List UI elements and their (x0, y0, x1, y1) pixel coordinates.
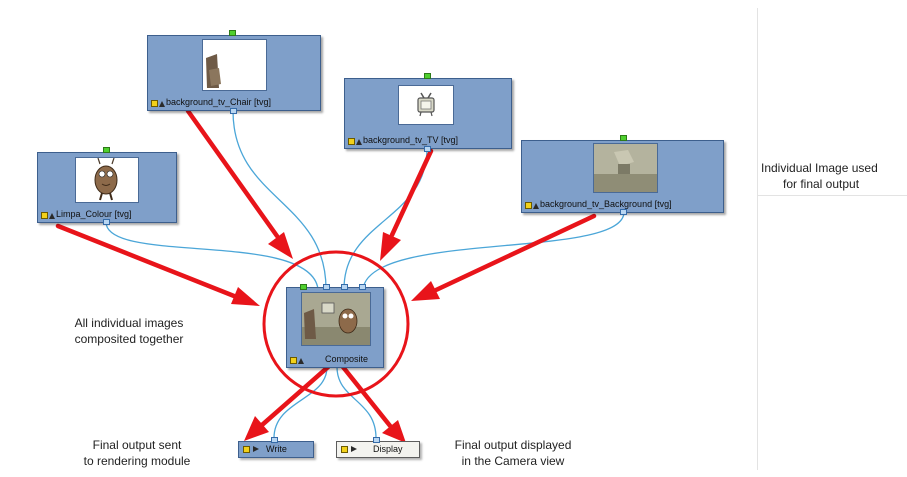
caption-composited-together: All individual images composited togethe… (64, 315, 194, 347)
connection-composite-write (273, 366, 328, 439)
node-enable-toggle[interactable] (290, 357, 297, 364)
caption-line: in the Camera view (461, 454, 565, 468)
composite-input-port-3[interactable] (341, 284, 348, 290)
node-label: background_tv_Background [tvg] (540, 199, 672, 209)
node-thumbnail (301, 292, 371, 346)
node-expand-icon[interactable] (533, 203, 539, 209)
caption-individual-image: Individual Image used for final output (760, 160, 907, 192)
background-thumbnail-image (594, 144, 657, 192)
connection-chair-composite (232, 110, 327, 290)
node-thumbnail (202, 39, 267, 91)
connection-tv-composite (343, 147, 428, 290)
arrow-tv-head (380, 232, 401, 261)
composite-thumbnail-image (302, 293, 370, 345)
connection-composite-display (336, 366, 377, 439)
arrow-chair (185, 108, 280, 239)
arrow-write (259, 364, 331, 428)
node-output-port[interactable] (103, 219, 110, 225)
node-background-tv-chair[interactable]: background_tv_Chair [tvg] (147, 35, 321, 111)
node-thumbnail (593, 143, 658, 193)
chair-thumbnail-image (206, 54, 221, 88)
node-output-port[interactable] (620, 209, 627, 215)
arrow-background-head (411, 281, 440, 301)
node-label: Write (266, 444, 287, 454)
table-divider-vertical (757, 8, 758, 470)
caption-camera-view: Final output displayed in the Camera vie… (448, 437, 578, 469)
arrow-background (433, 213, 597, 293)
node-composite[interactable]: Composite (286, 287, 384, 368)
play-icon (253, 446, 259, 452)
output-port-top[interactable] (229, 30, 236, 36)
node-limpa-colour[interactable]: Limpa_Colour [tvg] (37, 152, 177, 223)
node-write[interactable]: Write (238, 441, 314, 458)
composite-highlight-circle (262, 250, 410, 398)
arrow-write-head (244, 416, 269, 441)
table-divider-horizontal (757, 195, 907, 196)
caption-line: Individual Image used (761, 161, 878, 175)
node-background-tv-background[interactable]: background_tv_Background [tvg] (521, 140, 724, 213)
write-input-port[interactable] (271, 437, 278, 443)
node-enable-toggle[interactable] (41, 212, 48, 219)
caption-rendering-module: Final output sent to rendering module (82, 437, 192, 469)
composite-input-port-1[interactable] (300, 284, 307, 290)
caption-line: to rendering module (83, 454, 191, 468)
caption-line: Final output sent (92, 438, 182, 452)
node-background-tv-tv[interactable]: background_tv_TV [tvg] (344, 78, 512, 149)
node-thumbnail (398, 85, 454, 125)
play-icon (351, 446, 357, 452)
node-thumbnail (75, 157, 139, 203)
node-label: background_tv_Chair [tvg] (166, 97, 272, 107)
node-display[interactable]: Display (336, 441, 420, 458)
arrow-limpa (55, 223, 237, 299)
node-label: background_tv_TV [tvg] (363, 135, 459, 145)
arrow-display (340, 364, 394, 430)
node-label: Display (373, 444, 403, 454)
composite-input-port-2[interactable] (323, 284, 330, 290)
node-label: Composite (325, 354, 369, 364)
caption-line: Final output displayed (454, 438, 572, 452)
composite-input-port-4[interactable] (359, 284, 366, 290)
connection-limpa-composite (105, 221, 319, 290)
node-label: Limpa_Colour [tvg] (56, 209, 132, 219)
caption-line: composited together (74, 332, 184, 346)
output-port-top[interactable] (620, 135, 627, 141)
arrow-display-head (382, 420, 406, 443)
tv-thumbnail-image (417, 92, 435, 117)
node-enable-toggle[interactable] (341, 446, 348, 453)
node-enable-toggle[interactable] (348, 138, 355, 145)
highlight-arrows (55, 108, 597, 443)
caption-line: All individual images (74, 316, 184, 330)
connection-background-composite (362, 211, 625, 290)
caption-line: for final output (783, 177, 860, 191)
output-port-top[interactable] (424, 73, 431, 79)
node-output-port[interactable] (424, 146, 431, 152)
arrow-limpa-head (231, 287, 260, 306)
node-expand-icon[interactable] (159, 101, 165, 107)
node-expand-icon[interactable] (298, 358, 304, 364)
output-port-top[interactable] (103, 147, 110, 153)
display-input-port[interactable] (373, 437, 380, 443)
node-expand-icon[interactable] (356, 139, 362, 145)
arrow-tv (389, 148, 434, 238)
node-enable-toggle[interactable] (243, 446, 250, 453)
node-expand-icon[interactable] (49, 213, 55, 219)
limpa-thumbnail-image (94, 158, 118, 201)
arrow-chair-head (268, 232, 293, 259)
node-enable-toggle[interactable] (151, 100, 158, 107)
node-output-port[interactable] (230, 108, 237, 114)
node-enable-toggle[interactable] (525, 202, 532, 209)
